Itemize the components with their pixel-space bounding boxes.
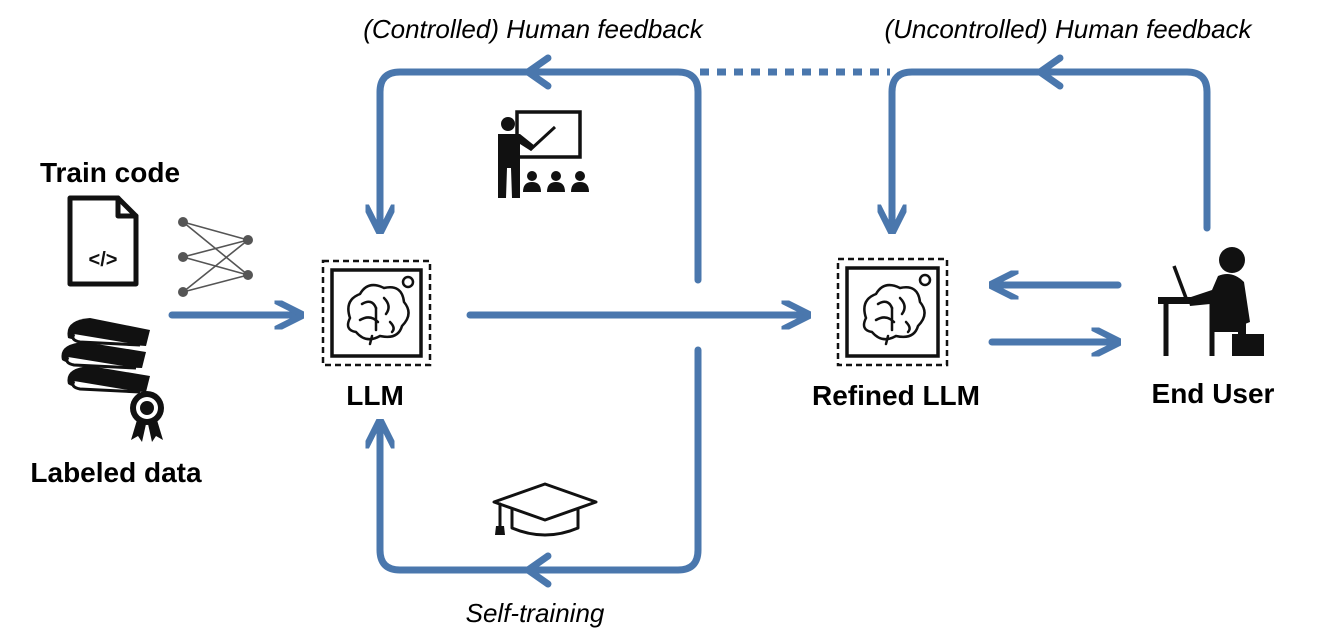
books-icon	[61, 318, 150, 394]
teacher-icon	[498, 110, 589, 198]
uncontrolled-feedback-mid-chevron	[1036, 54, 1064, 90]
code-file-icon: </>	[67, 195, 139, 287]
self-training-mid-chevron	[524, 552, 552, 588]
code-symbol-text: </>	[89, 249, 118, 271]
labeled-data-label: Labeled data	[30, 457, 202, 488]
refined-llm-brain-chip-icon	[836, 257, 949, 367]
refined-llm-label: Refined LLM	[812, 380, 980, 411]
certificate-badge-icon	[130, 391, 164, 442]
controlled-feedback-loop-arrow	[380, 68, 702, 284]
self-training-label: Self-training	[466, 598, 605, 628]
llm-label: LLM	[346, 380, 404, 411]
controlled-feedback-label: (Controlled) Human feedback	[363, 14, 705, 44]
user-at-laptop-icon	[1158, 247, 1264, 356]
self-training-loop-arrow	[380, 346, 702, 574]
graduation-cap-icon	[492, 482, 598, 537]
end-user-label: End User	[1152, 378, 1275, 409]
neural-network-icon	[178, 217, 253, 297]
llm-brain-chip-icon	[321, 259, 432, 367]
controlled-feedback-mid-chevron	[524, 54, 552, 90]
train-code-label: Train code	[40, 157, 180, 188]
uncontrolled-feedback-label: (Uncontrolled) Human feedback	[884, 14, 1253, 44]
uncontrolled-feedback-loop-arrow	[892, 68, 1211, 228]
